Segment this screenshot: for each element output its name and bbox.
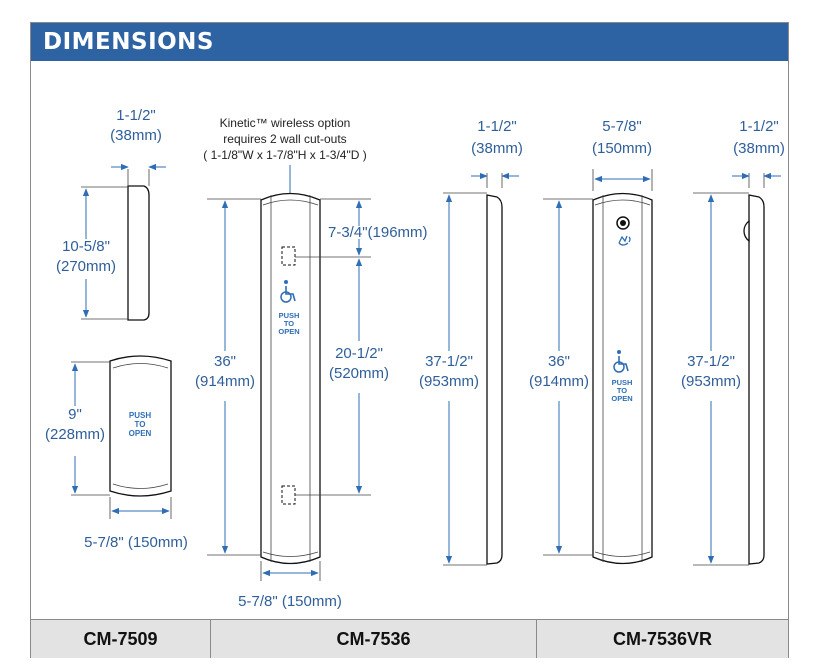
cm7536-cutout-spacing-mm: (520mm) [329,365,389,382]
cm7509-side-height-in: 10-5/8" [62,238,110,255]
cm7509-side-width-in: 1-1/2" [116,107,156,124]
section-title: DIMENSIONS [31,23,788,61]
cm7536vr-plate-to: TO [617,386,627,395]
top-cropped-note [0,0,819,14]
cm7536vr-front-height-mm: (914mm) [529,373,589,390]
proximity-sensor-icon [616,216,630,230]
dimensions-panel: DIMENSIONS 1-1/2" (38mm) 10-5/8" (270mm) [30,22,789,658]
cm7509-front-height-in: 9" [68,406,82,423]
cm7509-plate-to: TO [135,420,146,429]
cm7509-plate-push: PUSH [129,411,151,420]
cm7536-side-view: 1-1/2" (38mm) 37-1/2" (953mm) [419,118,523,566]
cm7536-front-view: Kinetic™ wireless option requires 2 wall… [195,116,428,610]
cm7509-front-height-mm: (228mm) [45,426,105,443]
cm7536-cutout-top [281,246,296,266]
cm7536vr-front-width-mm: (150mm) [592,140,652,157]
cm7536vr-side-view: 1-1/2" (38mm) 37-1/2" (953mm) [681,118,785,566]
cm7536vr-side-height-mm: (953mm) [681,373,741,390]
cm7536-front-width: 5-7/8" (150mm) [238,593,342,610]
wave-hand-icon [618,235,631,246]
cm7536-cutout-offset: 7-3/4"(196mm) [328,224,428,241]
cm7536-front-height-mm: (914mm) [195,373,255,390]
cm7509-plate-open: OPEN [129,429,152,438]
kinetic-note-line1: Kinetic™ wireless option [220,116,351,130]
cm7536vr-side-width-in: 1-1/2" [739,118,779,135]
cm7509-side-width-mm: (38mm) [110,127,162,144]
model-label-cm7536vr: CM-7536VR [612,628,713,649]
cm7536-side-height-mm: (953mm) [419,373,479,390]
cm7536-plate-push: PUSH [279,311,300,320]
cm7536vr-side-width-mm: (38mm) [733,140,785,157]
cm7509-front-view: PUSH TO OPEN 9" (228mm) 5-7/8" (150mm) [45,355,188,551]
model-footer: CM-7509 CM-7536 CM-7536VR [31,619,788,658]
cm7509-side-height-mm: (270mm) [56,258,116,275]
cm7536-plate-open: OPEN [278,327,299,336]
kinetic-note-line3: ( 1-1/8"W x 1-7/8"H x 1-3/4"D ) [203,148,367,162]
cm7509-front-width: 5-7/8" (150mm) [84,534,188,551]
model-label-cm7536: CM-7536 [211,620,537,658]
wheelchair-icon [613,350,629,373]
cm7536-cutout-spacing-in: 20-1/2" [335,345,383,362]
cm7536vr-front-view: PUSH TO OPEN 5-7/8" (150mm) 36" (914mm) [529,118,653,565]
cm7536-side-width-in: 1-1/2" [477,118,517,135]
cm7536-side-height-in: 37-1/2" [425,353,473,370]
cm7536vr-plate-open: OPEN [611,394,632,403]
model-label-cm7509: CM-7509 [31,620,211,658]
wheelchair-icon [280,280,296,303]
kinetic-note-line2: requires 2 wall cut-outs [223,132,346,146]
cm7536vr-front-height-in: 36" [548,353,570,370]
cm7536vr-side-height-in: 37-1/2" [687,353,735,370]
cm7509-side-view: 1-1/2" (38mm) 10-5/8" (270mm) [56,107,166,321]
cm7536vr-front-width-in: 5-7/8" [602,118,642,135]
cm7536-side-width-mm: (38mm) [471,140,523,157]
cm7536-front-height-in: 36" [214,353,236,370]
cm7536vr-plate-push: PUSH [612,378,633,387]
cm7536-plate-to: TO [284,319,294,328]
dimension-drawing: 1-1/2" (38mm) 10-5/8" (270mm) PUSH TO OP… [45,107,785,610]
